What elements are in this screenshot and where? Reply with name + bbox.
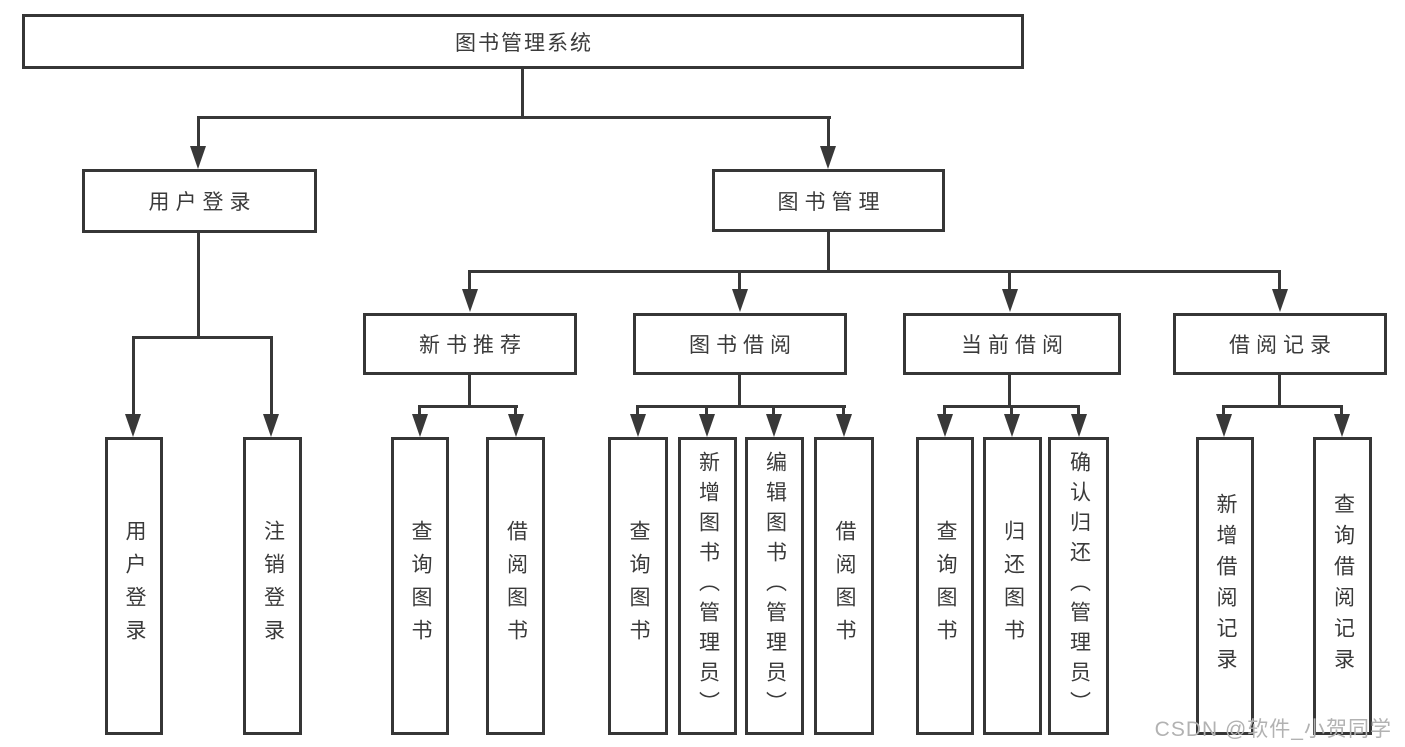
connector-line [197, 116, 831, 119]
leaf-confirm-return-admin: 确认归还（管理员） [1048, 437, 1109, 735]
arrow-down-icon [820, 146, 836, 169]
connector-line [197, 233, 200, 337]
connector-line [468, 375, 471, 406]
leaf-borrow-books-borrowing: 借阅图书 [814, 437, 874, 735]
arrow-down-icon [508, 414, 524, 437]
arrow-down-icon [1002, 289, 1018, 312]
connector-line [270, 336, 273, 416]
arrow-down-icon [263, 414, 279, 437]
connector-line [197, 116, 200, 149]
arrow-down-icon [462, 289, 478, 312]
arrow-down-icon [125, 414, 141, 437]
connector-line [1340, 405, 1343, 415]
leaf-add-books-admin: 新增图书（管理员） [678, 437, 737, 735]
arrow-down-icon [699, 414, 715, 437]
connector-line [1278, 375, 1281, 406]
connector-line [1278, 270, 1281, 291]
leaf-return-books: 归还图书 [983, 437, 1042, 735]
connector-line [1077, 405, 1080, 415]
connector-line [468, 270, 1281, 273]
leaf-query-books-borrowing: 查询图书 [608, 437, 668, 735]
arrow-down-icon [1071, 414, 1087, 437]
connector-line [738, 375, 741, 406]
arrow-down-icon [1272, 289, 1288, 312]
arrow-down-icon [937, 414, 953, 437]
node-root: 图书管理系统 [22, 14, 1024, 69]
connector-line [772, 405, 775, 415]
connector-line [468, 270, 471, 291]
leaf-query-books-recommend: 查询图书 [391, 437, 449, 735]
node-new-book-recommend: 新书推荐 [363, 313, 577, 375]
arrow-down-icon [732, 289, 748, 312]
node-book-management: 图书管理 [712, 169, 945, 232]
csdn-watermark: CSDN @软件_小贺同学 [1154, 718, 1392, 741]
leaf-query-borrow-record: 查询借阅记录 [1313, 437, 1372, 735]
node-book-borrowing: 图书借阅 [633, 313, 847, 375]
connector-line [521, 69, 524, 117]
connector-line [1222, 405, 1343, 408]
connector-line [738, 270, 741, 291]
connector-line [705, 405, 708, 415]
connector-line [636, 405, 639, 415]
arrow-down-icon [1334, 414, 1350, 437]
connector-line [132, 336, 135, 416]
connector-line [827, 116, 830, 149]
arrow-down-icon [836, 414, 852, 437]
node-user-login: 用户登录 [82, 169, 317, 233]
leaf-add-borrow-record: 新增借阅记录 [1196, 437, 1254, 735]
connector-line [1008, 270, 1011, 291]
connector-line [827, 232, 830, 271]
arrow-down-icon [1004, 414, 1020, 437]
node-current-borrowing: 当前借阅 [903, 313, 1121, 375]
connector-line [1010, 405, 1013, 415]
leaf-user-login: 用户登录 [105, 437, 163, 735]
connector-line [636, 405, 846, 408]
connector-line [842, 405, 845, 415]
connector-line [1008, 375, 1011, 406]
arrow-down-icon [412, 414, 428, 437]
arrow-down-icon [630, 414, 646, 437]
leaf-logout-login: 注销登录 [243, 437, 302, 735]
connector-line [132, 336, 273, 339]
leaf-borrow-books-recommend: 借阅图书 [486, 437, 545, 735]
connector-line [418, 405, 518, 408]
leaf-query-books-current: 查询图书 [916, 437, 974, 735]
node-borrowing-records: 借阅记录 [1173, 313, 1387, 375]
connector-line [514, 405, 517, 415]
connector-line [418, 405, 421, 415]
arrow-down-icon [190, 146, 206, 169]
connector-line [1222, 405, 1225, 415]
arrow-down-icon [1216, 414, 1232, 437]
arrow-down-icon [766, 414, 782, 437]
leaf-edit-books-admin: 编辑图书（管理员） [745, 437, 804, 735]
connector-line [943, 405, 946, 415]
